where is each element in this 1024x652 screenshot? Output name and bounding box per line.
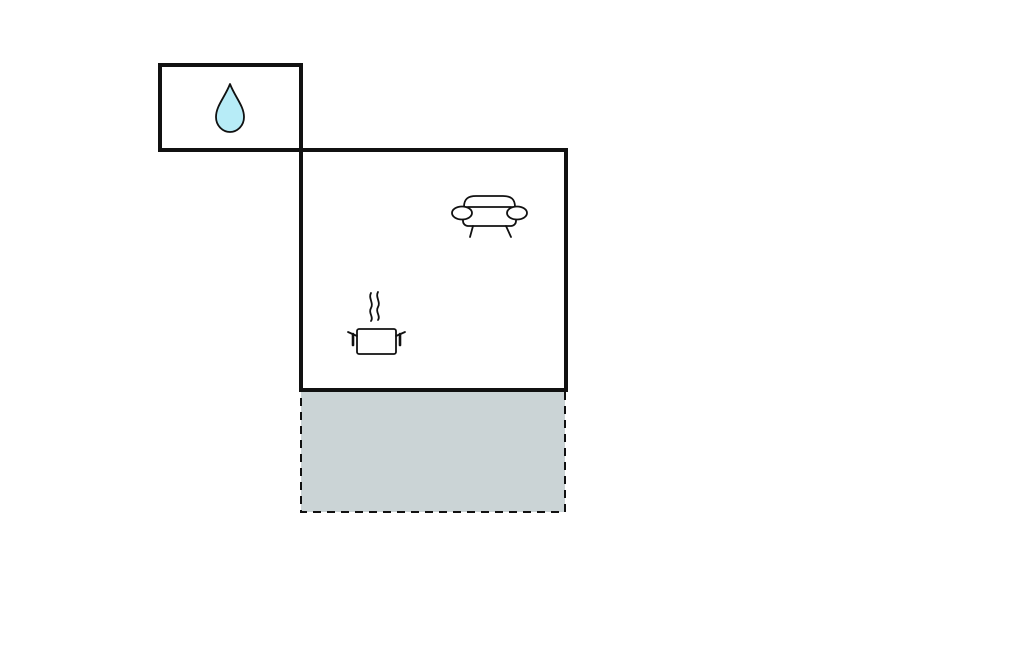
living-room [299, 148, 568, 392]
bathroom-room [158, 63, 303, 152]
terrace-area [300, 389, 566, 513]
water-drop-icon [215, 83, 245, 133]
cooking-pot-icon [347, 291, 406, 355]
sofa-icon [451, 195, 528, 238]
